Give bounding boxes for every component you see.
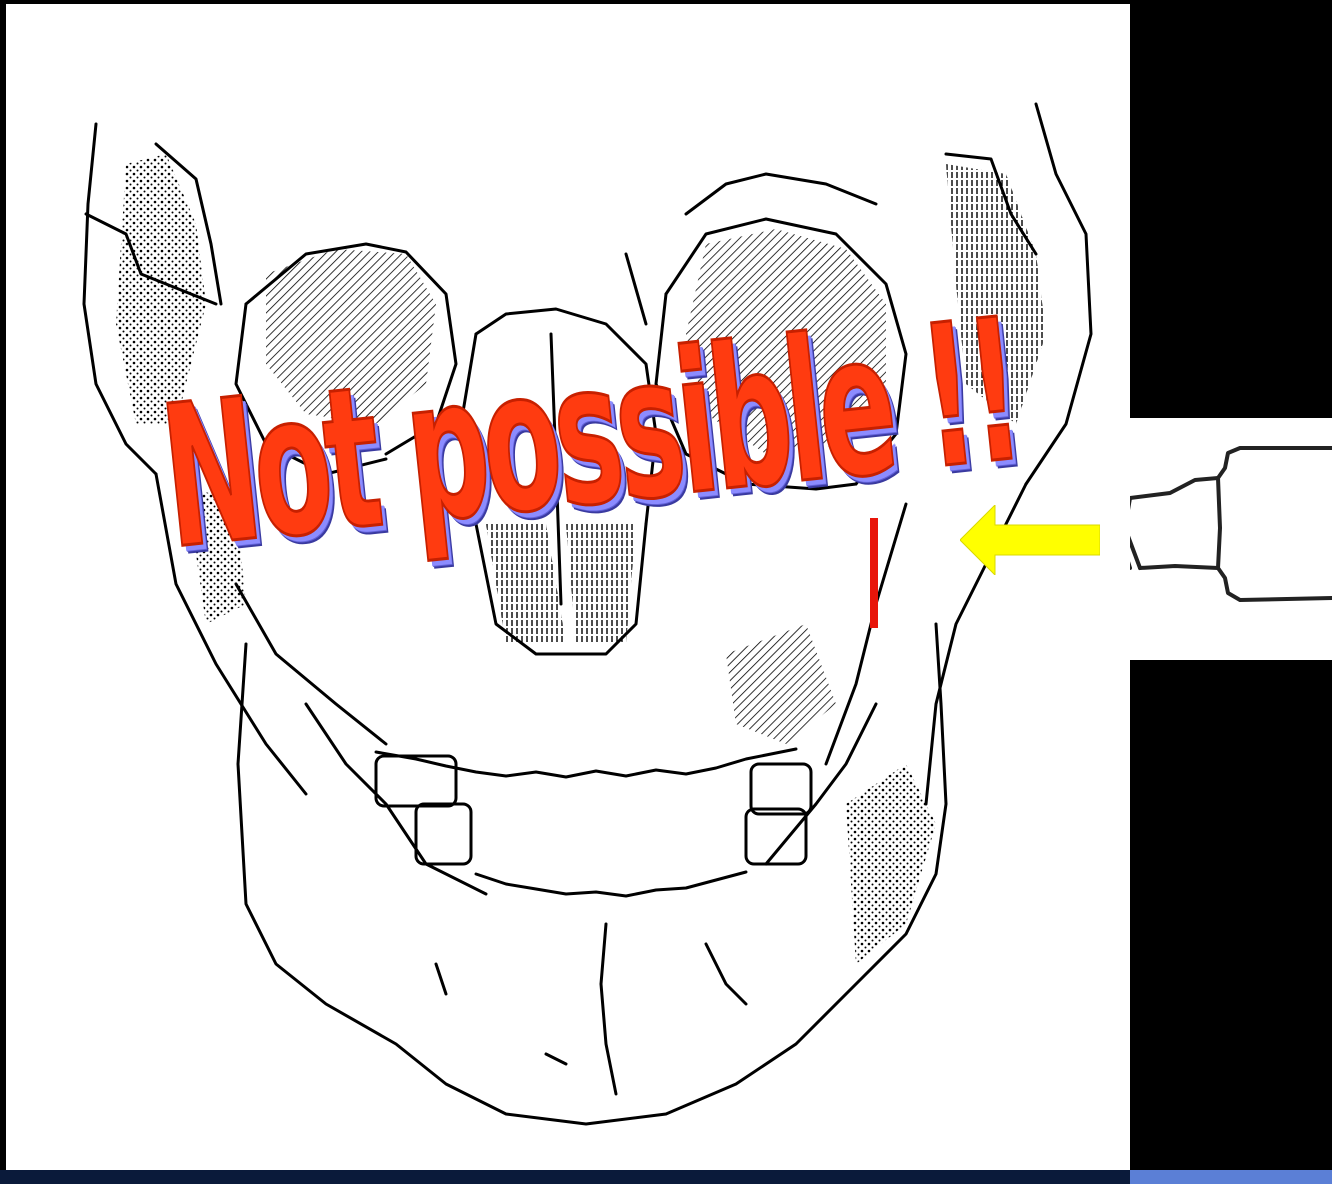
headline-text: Not possible !! — [155, 293, 1025, 577]
red-marker-line — [870, 518, 878, 628]
arrow-left-icon — [960, 505, 1100, 575]
bottom-bar-dark-segment — [0, 1170, 1130, 1184]
instrument-illustration — [1130, 418, 1332, 660]
inset-instrument-panel — [1130, 418, 1332, 660]
